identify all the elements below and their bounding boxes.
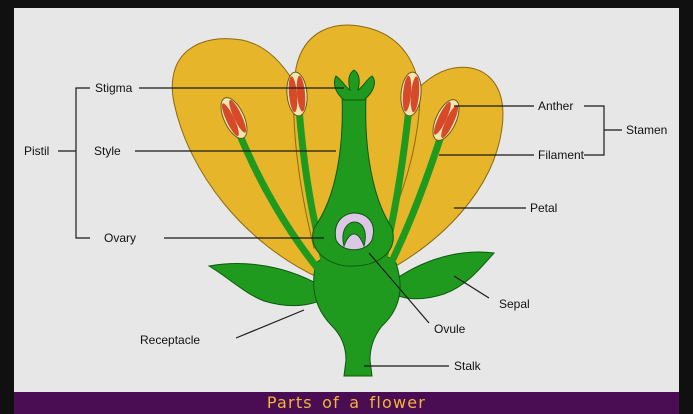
label-ovary: Ovary xyxy=(104,231,136,245)
label-receptacle: Receptacle xyxy=(140,333,200,347)
label-stigma: Stigma xyxy=(95,81,133,95)
diagram-canvas: Stigma Style Ovary Pistil Anther Filamen… xyxy=(14,8,679,414)
label-petal: Petal xyxy=(530,201,557,215)
label-ovule: Ovule xyxy=(434,322,466,336)
label-stalk: Stalk xyxy=(454,359,482,373)
caption-title: Parts of a flower xyxy=(267,393,426,412)
caption-bar: Parts of a flower xyxy=(14,392,679,414)
label-style: Style xyxy=(94,144,121,158)
flower-diagram: Stigma Style Ovary Pistil Anther Filamen… xyxy=(14,8,679,392)
label-pistil: Pistil xyxy=(24,144,49,158)
label-filament: Filament xyxy=(538,148,585,162)
label-anther: Anther xyxy=(538,99,573,113)
label-sepal: Sepal xyxy=(499,297,530,311)
label-stamen: Stamen xyxy=(626,123,667,137)
